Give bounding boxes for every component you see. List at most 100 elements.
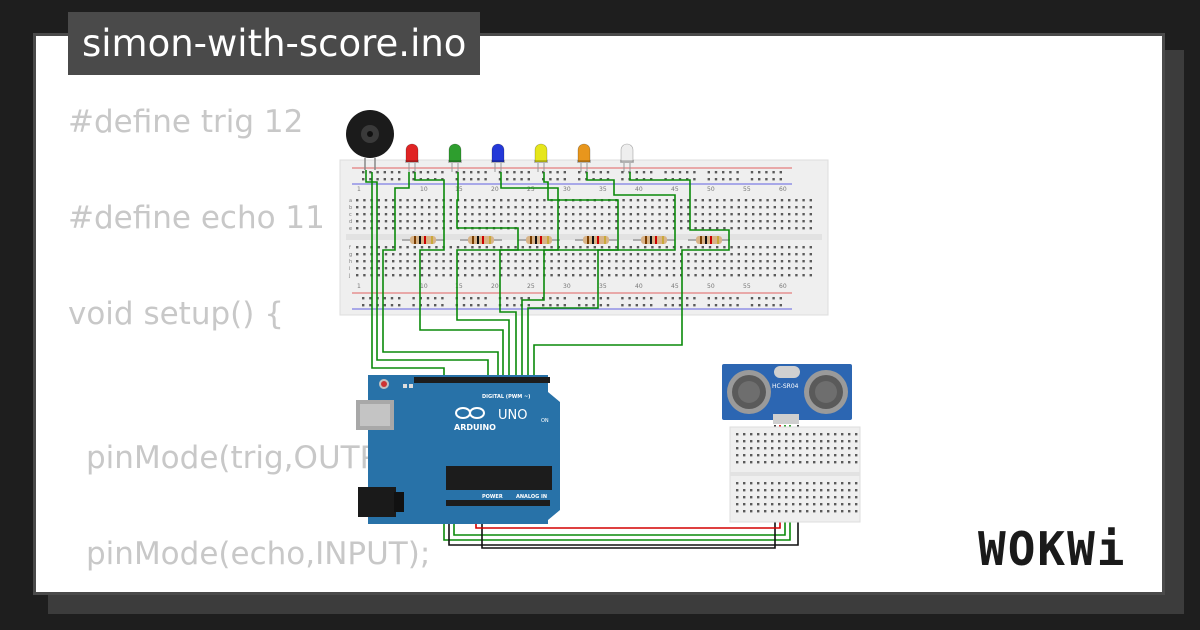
breadboard-hole xyxy=(377,260,380,263)
breadboard-hole xyxy=(671,304,674,307)
breadboard-hole xyxy=(841,440,844,443)
breadboard-hole xyxy=(802,199,805,202)
breadboard-hole xyxy=(413,213,416,216)
breadboard-hole xyxy=(593,220,596,223)
breadboard-hole xyxy=(686,304,689,307)
breadboard-hole xyxy=(420,274,424,277)
breadboard-hole xyxy=(694,227,697,230)
breadboard-hole xyxy=(579,213,582,216)
breadboard-hole xyxy=(716,253,719,256)
breadboard-hole xyxy=(456,260,460,263)
breadboard-hole xyxy=(621,304,624,307)
breadboard-hole xyxy=(376,178,379,181)
breadboard-hole xyxy=(392,253,395,256)
breadboard-hole xyxy=(848,461,851,464)
breadboard-hole xyxy=(464,267,467,270)
code-line-1: #define trig 12 xyxy=(68,104,304,140)
col-number: 20 xyxy=(491,283,499,290)
breadboard-hole xyxy=(399,260,402,263)
breadboard-hole xyxy=(572,267,575,270)
arduino-model: UNO xyxy=(498,408,527,423)
breadboard-hole xyxy=(507,267,510,270)
breadboard-hole xyxy=(356,246,359,249)
breadboard-hole xyxy=(615,227,618,230)
breadboard-hole xyxy=(708,260,712,263)
breadboard-hole xyxy=(586,206,589,209)
breadboard-hole xyxy=(521,260,524,263)
breadboard-hole xyxy=(471,253,474,256)
breadboard-hole xyxy=(834,482,837,485)
breadboard-hole xyxy=(744,274,748,277)
breadboard-hole xyxy=(384,253,388,256)
breadboard-hole xyxy=(799,461,802,464)
breadboard-hole xyxy=(500,206,503,209)
breadboard-hole xyxy=(744,220,748,223)
resistor xyxy=(518,236,560,244)
row-letter: f xyxy=(349,245,351,251)
breadboard-hole xyxy=(390,178,394,181)
breadboard-hole xyxy=(771,440,774,443)
breadboard-hole xyxy=(788,213,791,216)
breadboard-hole xyxy=(593,213,596,216)
breadboard-hole xyxy=(827,454,830,457)
breadboard-hole xyxy=(802,213,805,216)
breadboard-hole xyxy=(778,433,781,436)
breadboard-hole xyxy=(827,489,830,492)
breadboard-hole xyxy=(520,171,523,174)
arduino-header-label: DIGITAL (PWM ~) xyxy=(482,394,530,400)
breadboard-hole xyxy=(377,246,380,249)
col-number: 25 xyxy=(527,283,535,290)
breadboard-hole xyxy=(456,213,460,216)
breadboard-hole xyxy=(841,433,844,436)
breadboard-hole xyxy=(771,496,774,499)
breadboard-hole xyxy=(827,440,830,443)
breadboard-hole xyxy=(471,267,474,270)
breadboard-hole xyxy=(362,304,365,307)
breadboard-hole xyxy=(579,253,582,256)
code-line-3: void setup() { xyxy=(68,296,284,332)
breadboard-hole xyxy=(636,274,640,277)
breadboard-hole xyxy=(384,227,388,230)
breadboard-hole xyxy=(572,227,575,230)
breadboard-hole xyxy=(701,206,704,209)
breadboard-hole xyxy=(514,274,517,277)
breadboard-hole xyxy=(672,199,676,202)
breadboard-hole xyxy=(399,246,402,249)
breadboard-hole xyxy=(757,496,760,499)
breadboard-hole xyxy=(471,206,474,209)
breadboard-hole xyxy=(730,220,733,223)
breadboard-hole xyxy=(820,433,823,436)
breadboard-hole xyxy=(764,482,767,485)
breadboard-hole xyxy=(672,206,676,209)
breadboard-hole xyxy=(827,461,830,464)
breadboard-hole xyxy=(694,246,697,249)
breadboard-hole xyxy=(572,246,575,249)
breadboard-hole xyxy=(813,454,816,457)
breadboard-hole xyxy=(750,297,754,300)
breadboard-hole xyxy=(841,503,844,506)
breadboard-hole xyxy=(722,178,725,181)
breadboard-hole xyxy=(435,206,438,209)
breadboard-hole xyxy=(773,246,776,249)
breadboard-hole xyxy=(506,178,509,181)
breadboard-hole xyxy=(758,304,761,307)
breadboard-hole xyxy=(651,267,654,270)
breadboard-hole xyxy=(792,510,795,513)
breadboard-hole xyxy=(471,246,474,249)
breadboard-hole xyxy=(750,440,753,443)
breadboard-hole xyxy=(485,253,488,256)
breadboard-hole xyxy=(484,171,487,174)
breadboard-hole xyxy=(578,297,581,300)
breadboard-hole xyxy=(392,213,395,216)
breadboard-hole xyxy=(622,253,625,256)
breadboard-hole xyxy=(412,297,415,300)
breadboard-hole xyxy=(759,260,762,263)
breadboard-hole xyxy=(834,496,837,499)
breadboard-hole xyxy=(513,178,516,181)
breadboard-hole xyxy=(485,260,488,263)
breadboard-hole xyxy=(780,246,784,249)
breadboard-hole xyxy=(765,297,768,300)
breadboard-hole xyxy=(658,213,661,216)
breadboard-hole xyxy=(384,199,388,202)
breadboard-hole xyxy=(848,496,851,499)
